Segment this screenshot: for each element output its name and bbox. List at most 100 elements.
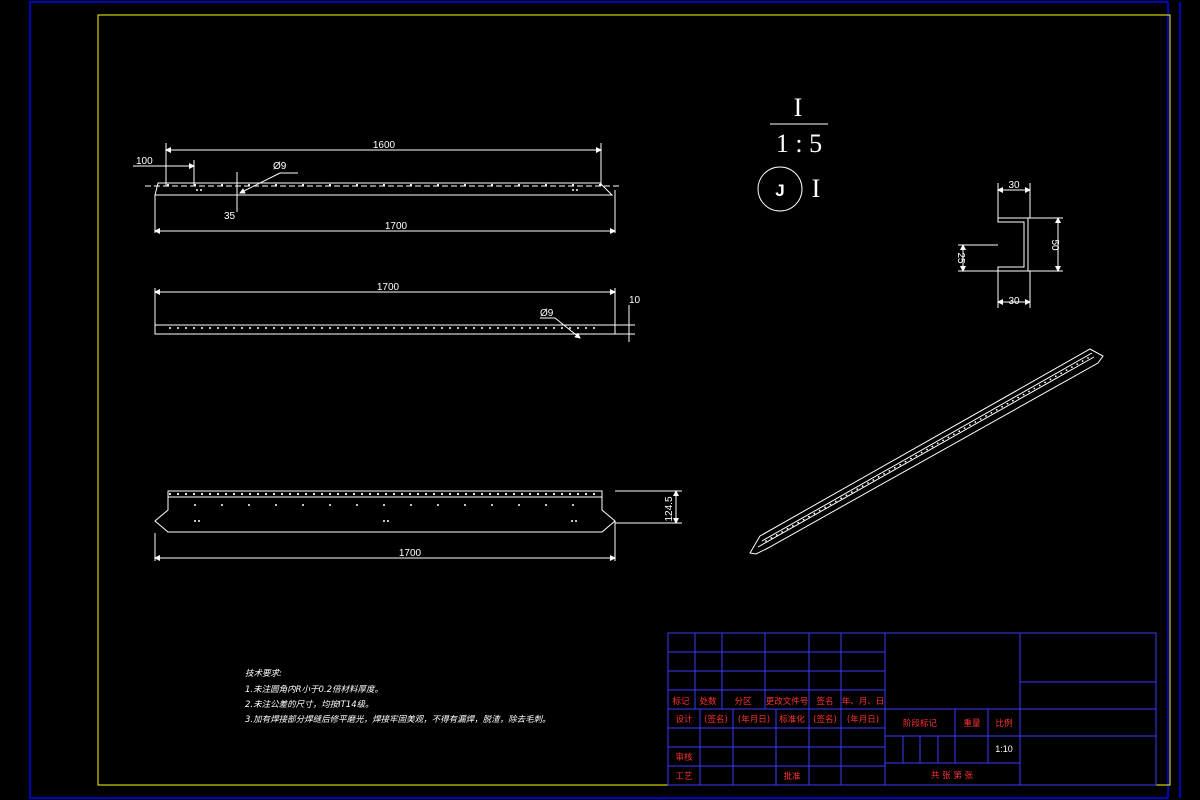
front-hole (409, 183, 413, 187)
flat-hole-row (328, 492, 332, 496)
tb-standard-sign: (签名) (813, 714, 837, 725)
section-view (958, 183, 1063, 308)
iso-hole (770, 537, 773, 539)
iso-hole (947, 436, 950, 439)
flat-hole-row (248, 492, 252, 496)
iso-hole (1054, 375, 1057, 378)
flat-hole-row (192, 492, 196, 496)
iso-hole (974, 421, 977, 423)
flat-hole-mid (194, 504, 196, 506)
tb-design-sign: (签名) (704, 714, 728, 725)
iso-hole (942, 439, 944, 442)
top-hole (265, 327, 267, 329)
dim-front-top: 1600 (373, 140, 396, 151)
iso-hole (985, 415, 987, 417)
detail-label: I (794, 93, 803, 122)
flat-hole-mid (410, 504, 412, 506)
iso-hole (1071, 366, 1073, 369)
iso-hole (888, 469, 891, 472)
leader-front-hole (239, 172, 281, 194)
flat-hole-row (336, 492, 340, 496)
top-hole (505, 327, 507, 329)
notes-title: 技术要求: (245, 668, 282, 679)
flat-hole-row (296, 492, 300, 496)
flat-hole-row (200, 492, 204, 496)
top-hole (361, 327, 363, 329)
iso-hole (1044, 381, 1046, 384)
top-hole (553, 327, 555, 329)
flat-hole-mid (491, 504, 493, 506)
flat-hole-row (528, 492, 532, 496)
top-hole (257, 327, 259, 329)
iso-hole (1087, 357, 1089, 359)
top-hole (249, 327, 251, 329)
isometric-view (749, 348, 1104, 555)
top-view (154, 288, 635, 342)
top-hole (369, 327, 371, 329)
iso-hole (824, 506, 826, 509)
iso-hole (1028, 390, 1030, 393)
front-hole (436, 183, 440, 187)
iso-hole (808, 515, 810, 518)
top-hole (305, 327, 307, 329)
flat-hole-row (280, 492, 284, 496)
iso-hole (931, 445, 934, 448)
top-hole (385, 327, 387, 329)
flat-hole-row (464, 492, 468, 496)
flat-hole-row (416, 492, 420, 496)
tb-design: 设计 (675, 714, 693, 725)
iso-hole (958, 430, 961, 433)
top-hole (537, 327, 539, 329)
dim-top-hole: Ø9 (540, 308, 554, 319)
iso-hole (926, 448, 928, 451)
tb-scale-header: 比例 (995, 718, 1012, 729)
top-hole (377, 327, 379, 329)
flat-hole-row (504, 492, 508, 496)
iso-hole (877, 476, 880, 478)
flat-hole-mid (464, 504, 466, 506)
iso-hole (802, 518, 805, 521)
top-hole (321, 327, 323, 329)
top-hole (513, 327, 515, 329)
front-hole (328, 183, 332, 187)
top-hole (577, 327, 579, 329)
front-hole-lower (572, 189, 574, 191)
top-hole (473, 327, 475, 329)
top-hole (353, 327, 355, 329)
flat-hole-low (194, 520, 196, 522)
notes-line-3: 3.加有焊接部分焊缝后修平磨光，焊接牢固美观，不得有漏焊，脱渣，除去毛刺。 (245, 714, 551, 725)
iso-hole (1022, 393, 1025, 396)
iso-hole (920, 451, 923, 454)
flat-hole-row (536, 492, 540, 496)
iso-hole (791, 524, 794, 527)
drawing-frame (97, 14, 1171, 786)
top-hole (329, 327, 331, 329)
iso-hole (872, 479, 875, 481)
top-hole (209, 327, 211, 329)
front-hole (247, 183, 251, 187)
flat-hole-low (571, 520, 573, 522)
top-hole (233, 327, 235, 329)
tb-label-sign: 签名 (816, 696, 833, 707)
dim-flat-overall: 1700 (399, 548, 422, 559)
front-hole-lower (200, 189, 202, 191)
flat-hole-row (208, 492, 212, 496)
tb-label-change: 更改文件号 (766, 696, 809, 707)
iso-hole (861, 485, 864, 487)
iso-hole (834, 500, 837, 503)
detail-marker-letter: J (775, 181, 784, 200)
iso-hole (1011, 399, 1014, 402)
top-hole (433, 327, 435, 329)
front-hole-lower (576, 189, 578, 191)
iso-hole (818, 509, 821, 512)
flat-hole-row (272, 492, 276, 496)
front-hole (571, 183, 575, 187)
front-hole (517, 183, 521, 187)
top-hole (281, 327, 283, 329)
iso-hole (952, 433, 955, 436)
flat-hole-row (176, 492, 180, 496)
tb-weight-header: 重量 (963, 718, 981, 729)
iso-hole (1038, 384, 1041, 387)
flat-hole-row (240, 492, 244, 496)
